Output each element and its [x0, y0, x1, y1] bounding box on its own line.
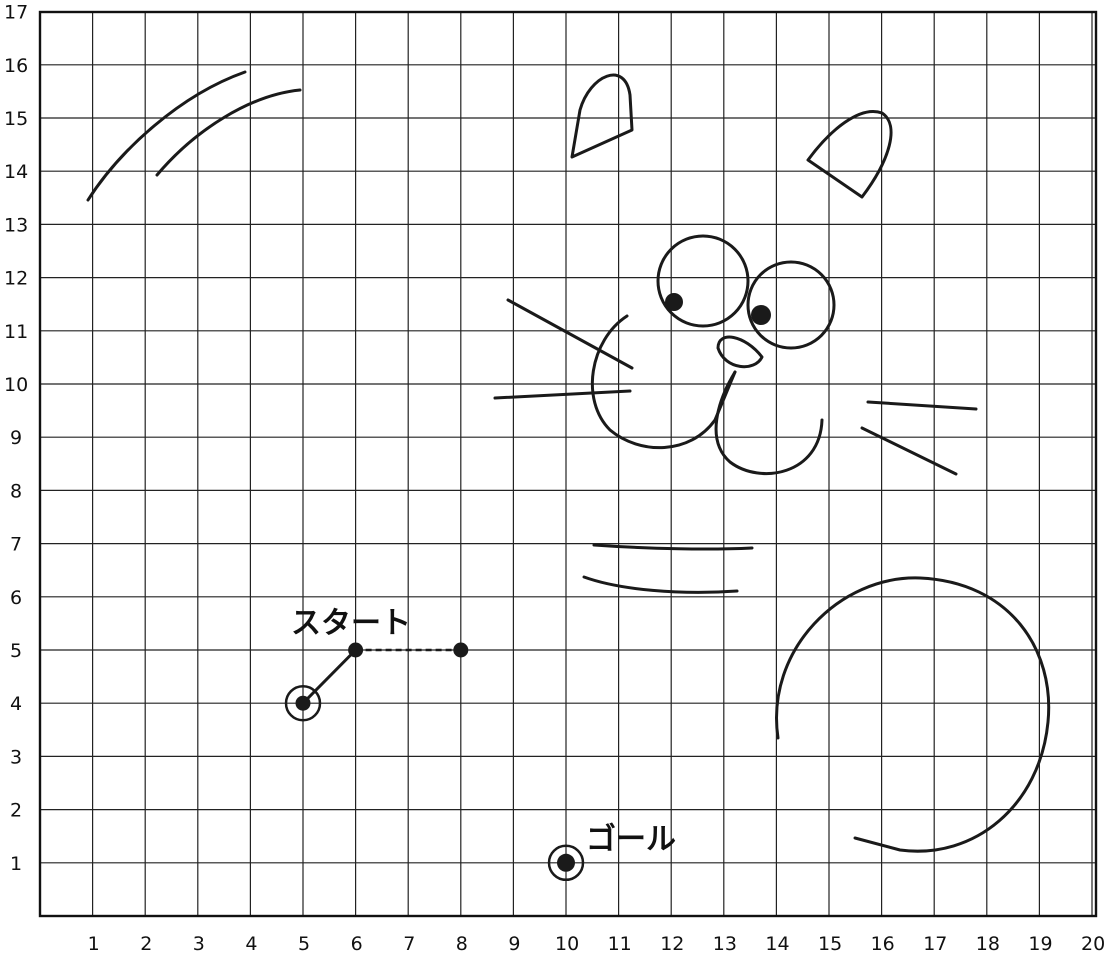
x-tick-label: 4 — [245, 933, 257, 955]
nose — [718, 337, 762, 367]
y-tick-label: 1 — [10, 853, 22, 875]
tail-stroke-2 — [157, 90, 300, 175]
route-point — [348, 643, 363, 658]
y-tick-label: 2 — [10, 800, 22, 822]
x-tick-label: 20 — [1081, 933, 1105, 955]
x-tick-label: 5 — [298, 933, 310, 955]
tail-stroke-1 — [88, 72, 245, 200]
y-tick-label: 17 — [4, 2, 28, 24]
cat-drawing — [88, 72, 1049, 851]
route-point — [296, 696, 311, 711]
x-tick-label: 8 — [456, 933, 468, 955]
right-ear — [808, 111, 891, 197]
route: スタート ゴール — [286, 606, 676, 880]
x-tick-label: 14 — [765, 933, 789, 955]
collar-line-1 — [594, 545, 752, 549]
mouth-left — [592, 316, 735, 448]
left-pupil — [665, 293, 683, 311]
x-tick-label: 18 — [976, 933, 1000, 955]
y-tick-label: 11 — [4, 321, 28, 343]
y-tick-label: 13 — [4, 214, 28, 236]
y-tick-label: 12 — [4, 268, 28, 290]
right-pupil — [751, 305, 771, 325]
mouth-right — [716, 372, 822, 474]
goal-label: ゴール — [586, 822, 676, 857]
y-tick-label: 9 — [10, 427, 22, 449]
x-tick-label: 15 — [818, 933, 842, 955]
x-tick-label: 16 — [871, 933, 895, 955]
x-tick-label: 2 — [140, 933, 152, 955]
y-tick-label: 10 — [4, 374, 28, 396]
x-tick-label: 17 — [923, 933, 947, 955]
y-tick-label: 15 — [4, 108, 28, 130]
x-tick-label: 19 — [1028, 933, 1052, 955]
route-solid-segment — [303, 650, 356, 703]
x-tick-label: 6 — [351, 933, 363, 955]
whisker-right-1 — [868, 402, 976, 409]
x-tick-label: 9 — [508, 933, 520, 955]
x-tick-label: 10 — [555, 933, 579, 955]
route-point — [453, 643, 468, 658]
y-tick-label: 16 — [4, 55, 28, 77]
y-tick-label: 7 — [10, 534, 22, 556]
x-tick-label: 3 — [193, 933, 205, 955]
y-tick-label: 8 — [10, 480, 22, 502]
whisker-left-1 — [508, 300, 632, 368]
y-tick-label: 14 — [4, 161, 28, 183]
x-tick-label: 11 — [608, 933, 632, 955]
right-eye — [748, 262, 834, 348]
goal-point — [557, 854, 575, 872]
y-tick-label: 5 — [10, 640, 22, 662]
y-tick-label: 3 — [10, 746, 22, 768]
x-tick-label: 1 — [88, 933, 100, 955]
x-tick-label: 13 — [713, 933, 737, 955]
left-ear — [572, 75, 632, 157]
x-tick-label: 7 — [403, 933, 415, 955]
whisker-right-2 — [862, 428, 956, 474]
start-label: スタート — [291, 606, 411, 641]
y-tick-label: 4 — [10, 693, 22, 715]
whisker-left-2 — [495, 391, 630, 398]
x-tick-label: 12 — [660, 933, 684, 955]
route-dots — [296, 643, 576, 872]
collar-line-2 — [584, 577, 737, 592]
y-tick-label: 6 — [10, 587, 22, 609]
